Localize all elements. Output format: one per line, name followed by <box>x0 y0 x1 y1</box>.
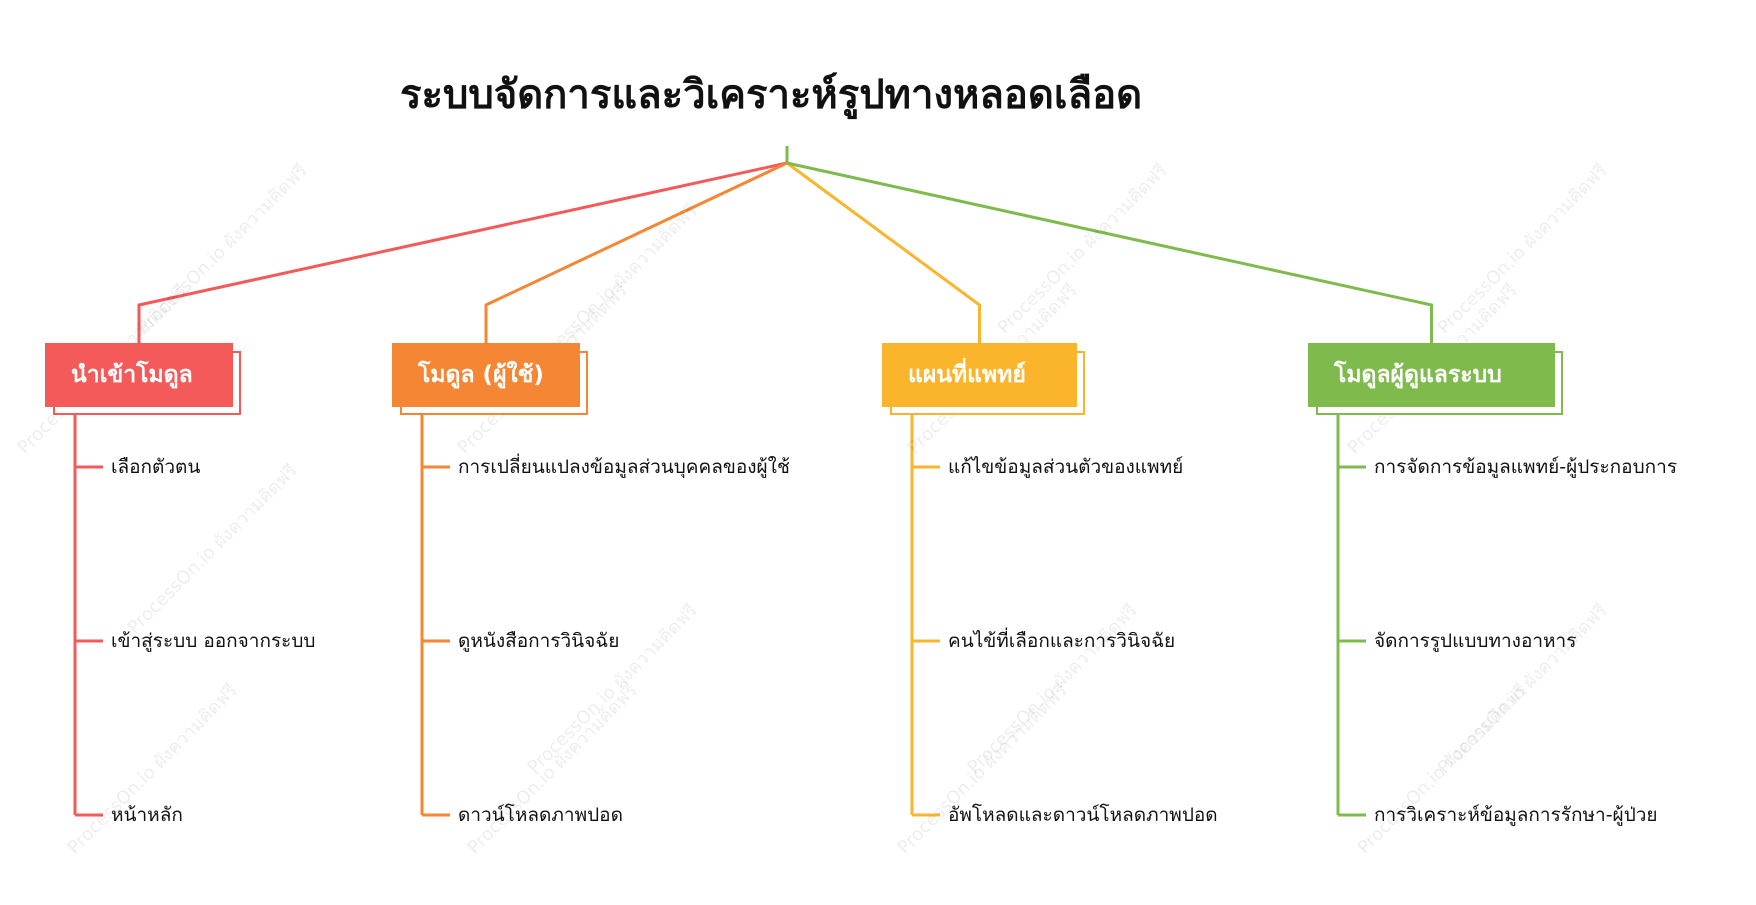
branch-node-admin-module[interactable]: โมดูลผู้ดูแลระบบ <box>1308 343 1555 407</box>
leaf-select-identity[interactable]: เลือกตัวตน <box>111 456 201 478</box>
branch-connector-3 <box>786 161 1433 343</box>
leaf-upload-download-lung-image[interactable]: อัพโหลดและดาวน์โหลดภาพปอด <box>948 804 1218 826</box>
leaf-manage-food-patterns[interactable]: จัดการรูปแบบทางอาหาร <box>1374 630 1577 652</box>
branch-node-doctor-map[interactable]: แผนที่แพทย์ <box>882 343 1077 407</box>
branch-connector-0 <box>137 161 788 343</box>
leaf-home[interactable]: หน้าหลัก <box>111 804 183 826</box>
leaf-manage-doctor-data[interactable]: การจัดการข้อมูลแพทย์-ผู้ประกอบการ <box>1374 456 1678 478</box>
leaf-change-personal-info[interactable]: การเปลี่ยนแปลงข้อมูลส่วนบุคคลของผู้ใช้ <box>458 456 790 478</box>
leaf-download-lung-image[interactable]: ดาวน์โหลดภาพปอด <box>458 804 623 826</box>
page-title: ระบบจัดการและวิเคราะห์รูปทางหลอดเลือด <box>400 72 1143 118</box>
leaf-selected-patients-diagnosis[interactable]: คนไข้ที่เลือกและการวินิจฉัย <box>948 630 1176 652</box>
leaf-view-diagnosis[interactable]: ดูหนังสือการวินิจฉัย <box>458 630 620 652</box>
branch-node-import-module[interactable]: นำเข้าโมดูล <box>45 343 233 407</box>
branch-node-user-module[interactable]: โมดูล (ผู้ใช้) <box>392 343 580 407</box>
leaf-analyze-treatment-data[interactable]: การวิเคราะห์ข้อมูลการรักษา-ผู้ป่วย <box>1374 804 1658 826</box>
branch-connector-2 <box>786 161 981 343</box>
leaf-login-logout[interactable]: เข้าสู่ระบบ ออกจากระบบ <box>111 630 316 652</box>
branch-connector-1 <box>484 161 788 343</box>
leaf-edit-doctor-info[interactable]: แก้ไขข้อมูลส่วนตัวของแพทย์ <box>948 456 1184 478</box>
